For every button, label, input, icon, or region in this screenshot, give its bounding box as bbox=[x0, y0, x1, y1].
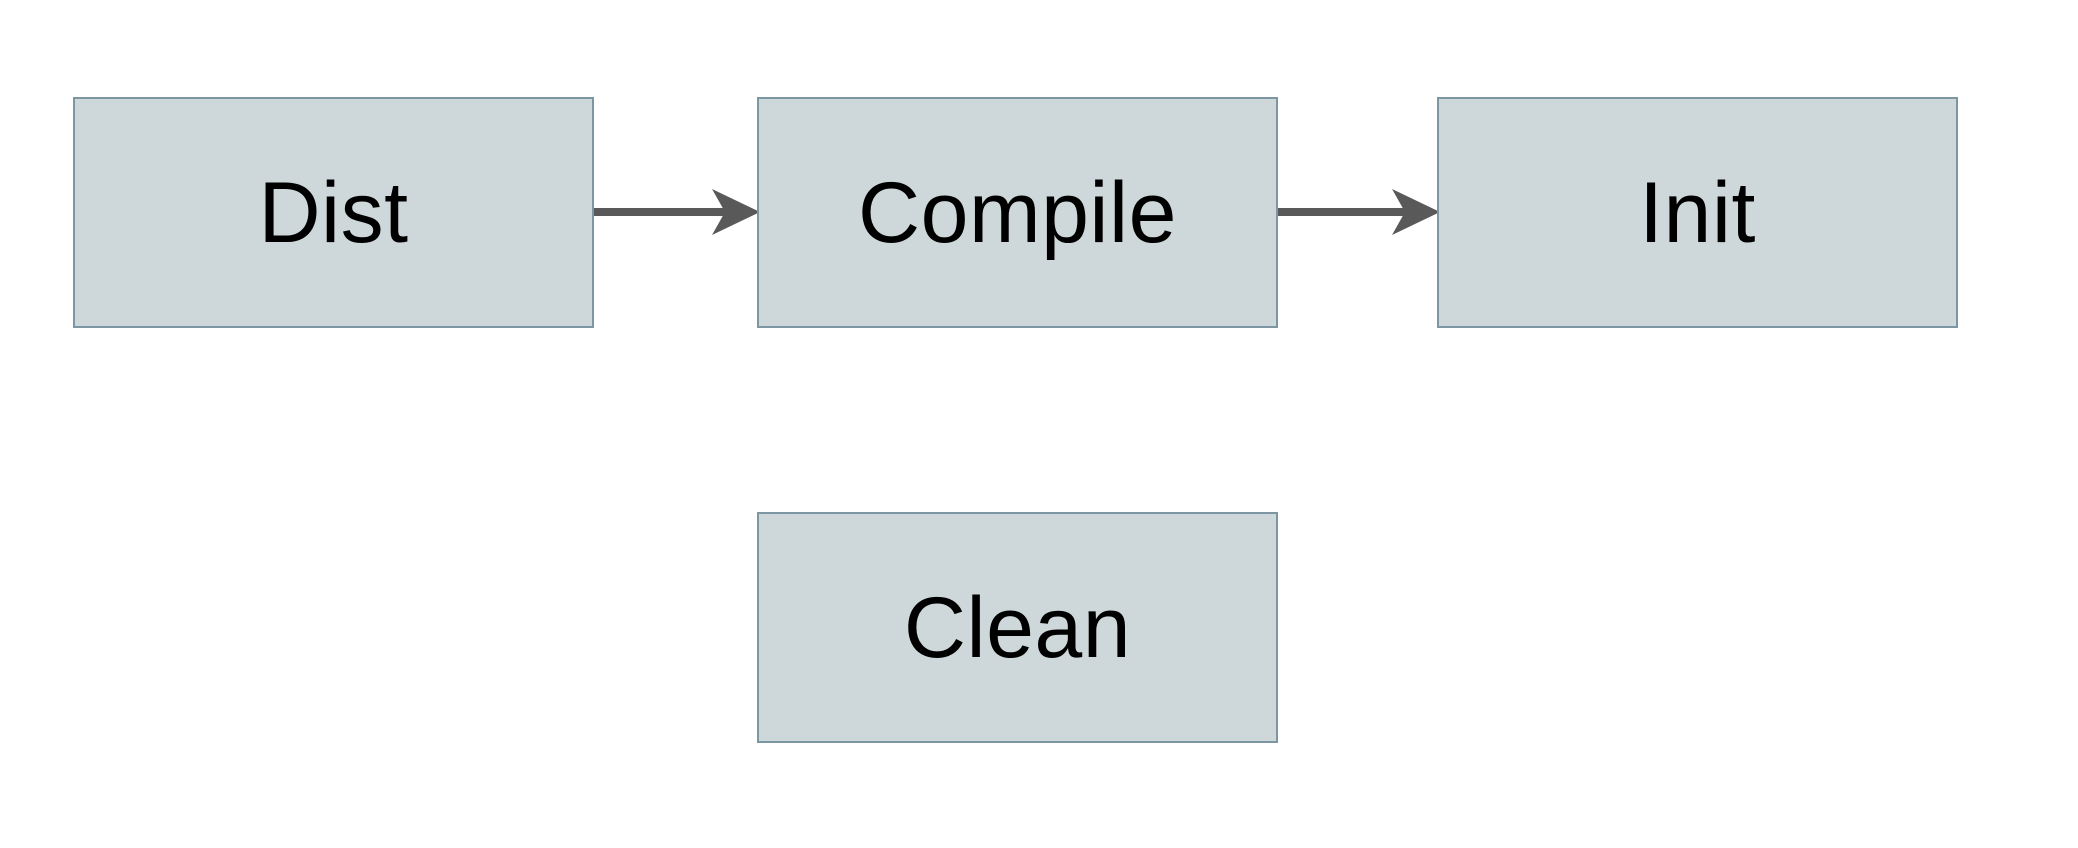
node-clean-label: Clean bbox=[903, 579, 1132, 676]
node-compile-label: Compile bbox=[858, 164, 1177, 261]
edge-dist-to-compile[interactable] bbox=[594, 172, 760, 252]
edge-compile-to-init[interactable] bbox=[1277, 172, 1440, 252]
arrow-head-icon bbox=[712, 189, 760, 235]
node-init-label: Init bbox=[1639, 164, 1756, 261]
node-dist-label: Dist bbox=[258, 164, 409, 261]
arrow-shaft bbox=[594, 208, 726, 216]
node-clean[interactable]: Clean bbox=[757, 512, 1278, 743]
node-compile[interactable]: Compile bbox=[757, 97, 1278, 328]
arrow-head-icon bbox=[1392, 189, 1440, 235]
arrow-shaft bbox=[1277, 208, 1406, 216]
node-dist[interactable]: Dist bbox=[73, 97, 594, 328]
node-init[interactable]: Init bbox=[1437, 97, 1958, 328]
